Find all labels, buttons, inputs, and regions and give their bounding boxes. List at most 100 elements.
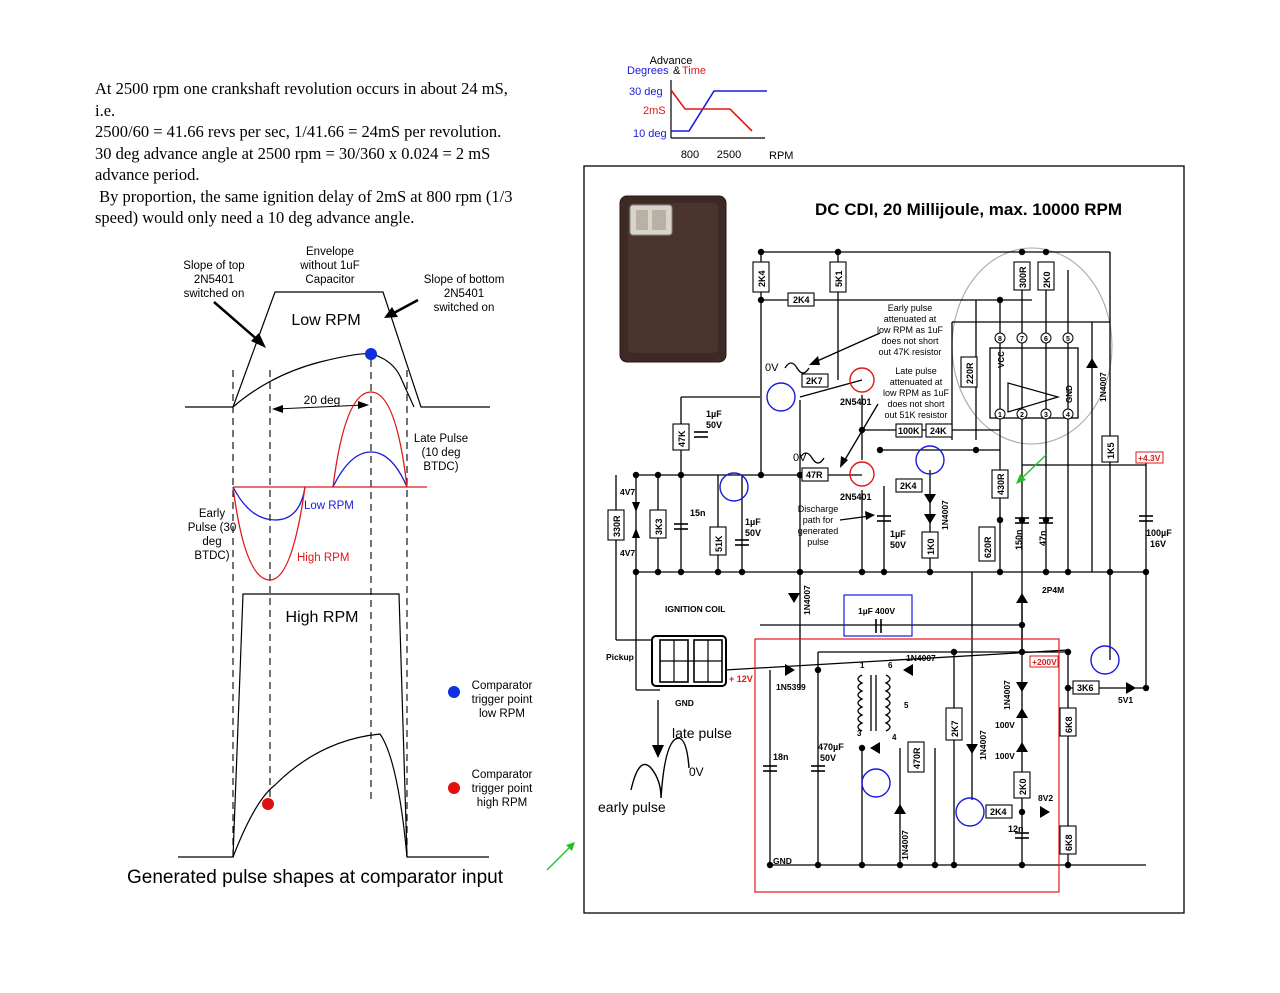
ic-vcc-label: VCC: [997, 351, 1006, 368]
d-4v7-label: 4V7: [620, 548, 635, 558]
r-1k5-label: 1K5: [1106, 442, 1116, 459]
ic-pin: 6: [1044, 336, 1048, 343]
r-100k-label: 100K: [898, 426, 920, 436]
trigger-high-label: high RPM: [477, 797, 528, 809]
cap-highlight-box: [843, 594, 913, 637]
time-label: Time: [682, 65, 706, 77]
r-220r-label: 220R: [965, 362, 975, 384]
slope-bottom-label: Slope of bottom: [424, 274, 505, 286]
degrees-curve: [671, 90, 767, 132]
cap-1uf400-label: 1µF 400V: [858, 606, 895, 616]
note-early: low RPM as 1uF: [877, 325, 944, 335]
note-late: attenuated at: [890, 377, 943, 387]
c-1uf-label: 1µF: [706, 409, 722, 419]
r-3k6-label: 3K6: [1077, 683, 1094, 693]
arrowhead-icon: [652, 745, 664, 758]
intro-text: At 2500 rpm one crankshaft revolution oc…: [95, 78, 565, 229]
ic-gnd-label: GND: [1065, 385, 1074, 403]
high-rpm-curve: [232, 391, 408, 581]
c-1uf-label: 1µF: [890, 529, 906, 539]
advance-title: Advance: [650, 55, 693, 67]
d-4v7-label: 4V7: [620, 487, 635, 497]
c-16v-label: 16V: [1150, 539, 1166, 549]
r-470r-label: 470R: [912, 747, 922, 769]
r-2k7-label: 2K7: [806, 376, 823, 386]
coil-pin: 5: [904, 701, 909, 710]
pickup-label: Pickup: [606, 652, 634, 662]
schematic-title: DC CDI, 20 Millijoule, max. 10000 RPM: [815, 200, 1122, 219]
r-5k1-label: 5K1: [834, 270, 844, 287]
annotations: Early pulse attenuated at low RPM as 1uF…: [798, 303, 950, 547]
intro-line: speed) would only need a 10 deg advance …: [95, 208, 415, 227]
ic-pin: 3: [1044, 412, 1048, 419]
zero-v-label: 0V: [793, 452, 807, 464]
trigger-dot-high: [262, 798, 274, 810]
legend-dot-low: [448, 686, 460, 698]
arrowhead-icon: [566, 842, 575, 851]
transistor-labels: 2N5401 2N5401: [840, 397, 872, 502]
arrowhead-icon: [272, 405, 283, 413]
r-2k7-label: 2K7: [950, 720, 960, 737]
note-late: Late pulse: [895, 366, 937, 376]
c-47n-label: 47n: [1038, 530, 1048, 546]
high-rpm-title: High RPM: [286, 609, 359, 626]
d-1n4007-label: 1N4007: [1002, 680, 1012, 710]
gnd-label: GND: [773, 856, 792, 866]
low-rpm-title: Low RPM: [291, 312, 360, 329]
schematic: DC CDI, 20 Millijoule, max. 10000 RPM: [583, 165, 1185, 914]
coil-pin: 4: [892, 733, 897, 742]
note-discharge: path for: [803, 515, 834, 525]
annotation-arrowheads: [809, 356, 875, 520]
c-12n-label: 12n: [1008, 824, 1024, 834]
label-2ms: 2mS: [643, 105, 666, 117]
late-pulse-label: Late Pulse: [414, 433, 468, 445]
r-2k4-label: 2K4: [793, 295, 810, 305]
coil-pin: 1: [860, 661, 865, 670]
c-150n-label: 150n: [1014, 529, 1024, 550]
d-1n4007-label: 1N4007: [978, 730, 988, 760]
gnd-label: GND: [675, 698, 694, 708]
d-1n4007-label: 1N4007: [900, 830, 910, 860]
c-470uf-label: 470µF: [818, 742, 844, 752]
r-2k0-label: 2K0: [1042, 271, 1052, 288]
envelope-label: Capacitor: [305, 274, 354, 286]
advance-chart: Advance Degrees & Time 30 deg 2mS 10 deg…: [627, 55, 793, 162]
r-2k4-label: 2K4: [757, 270, 767, 287]
note-early: out 47K resistor: [878, 347, 941, 357]
late-pulse-label: BTDC): [423, 461, 458, 473]
d-1n5399-label: 1N5399: [776, 682, 806, 692]
r-1k0-label: 1K0: [926, 538, 936, 555]
d-1n4007-label: 1N4007: [906, 653, 936, 663]
ignition-connector: [651, 635, 727, 687]
trigger-high-label: trigger point: [472, 783, 534, 795]
intro-line: i.e.: [95, 100, 116, 120]
degrees-label: Degrees: [627, 65, 669, 77]
d-100v-label: 100V: [995, 720, 1015, 730]
late-pulse-label: late pulse: [672, 725, 732, 741]
high-rpm-curve-label: High RPM: [297, 552, 349, 564]
d-1n4007-label: 1N4007: [940, 500, 950, 530]
low-rpm-curve: [232, 451, 408, 521]
transistors: [719, 367, 1120, 827]
envelope-label: Envelope: [306, 246, 354, 258]
capacitors: [674, 431, 1153, 839]
plus43v-box: [1135, 451, 1164, 464]
envelope-label: without 1uF: [299, 260, 359, 272]
early-pulse-label: BTDC): [194, 550, 229, 562]
plus43v-label: +4.3V: [1138, 453, 1161, 463]
trigger-dot-low: [365, 348, 377, 360]
capacitor-labels: 1µF 50V 15n 1µF 50V 1µF 50V 150n 47n 100…: [690, 409, 1172, 834]
cdi-module-photo: [619, 195, 727, 363]
trigger-low-label: low RPM: [479, 708, 525, 720]
part-8v2-label: 8V2: [1038, 793, 1053, 803]
amp-label: &: [673, 65, 681, 77]
slope-top-label: Slope of top: [183, 260, 244, 272]
slope-top-arrow: [213, 301, 261, 343]
r-6k8-label: 6K8: [1064, 834, 1074, 851]
trigger-low-label: trigger point: [472, 694, 534, 706]
ic-pin: 5: [1066, 336, 1070, 343]
label-2500: 2500: [717, 149, 741, 161]
part-2p4m-label: 2P4M: [1042, 585, 1064, 595]
r-300r-label: 300R: [1018, 266, 1028, 288]
